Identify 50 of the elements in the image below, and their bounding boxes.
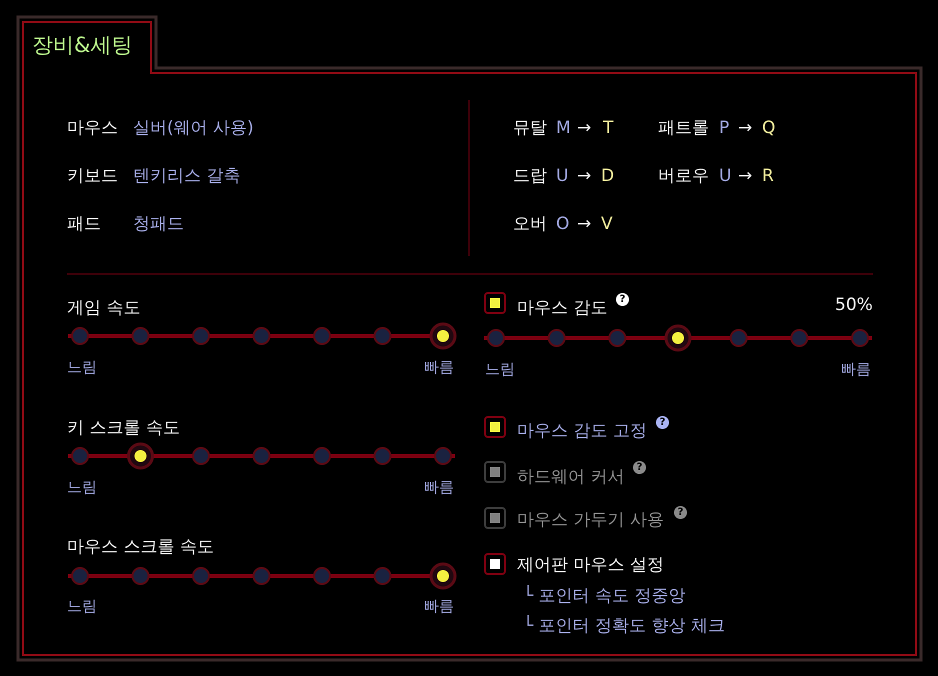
key-letter: U	[556, 166, 568, 186]
key-letter: M	[556, 118, 571, 138]
key-letter: Q	[762, 118, 776, 138]
help-icon: ?	[616, 293, 629, 306]
setting-label: 마우스	[67, 118, 118, 138]
scale-label: 느림	[67, 357, 97, 377]
key-letter: P	[719, 118, 730, 138]
setting-value: 실버(웨어 사용)	[133, 118, 254, 138]
key-letter: V	[601, 214, 613, 234]
slider-title: 마우스 스크롤 속도	[67, 537, 214, 557]
key-letter: U	[719, 166, 732, 186]
sub-option-label: └ 포인터 정확도 향상 체크	[523, 616, 725, 636]
scale-label: 빠름	[424, 596, 454, 616]
tab-title: 장비&세팅	[32, 33, 132, 57]
scale-label: 빠름	[424, 357, 454, 377]
unit-name: 패트롤	[658, 118, 709, 138]
sub-option-label: └ 포인터 속도 정중앙	[523, 586, 686, 606]
option-label: 마우스 감도 고정	[517, 421, 647, 441]
setting-label: 패드	[67, 214, 101, 234]
scale-label: 느림	[485, 359, 515, 379]
arrow-sign: →	[738, 118, 752, 138]
key-letter: D	[601, 166, 614, 186]
help-icon: ?	[656, 416, 669, 429]
key-letter: T	[603, 118, 614, 138]
unit-name: 버로우	[658, 166, 709, 186]
arrow-sign: →	[738, 166, 752, 186]
percent-value: 50%	[835, 295, 873, 315]
slider-title: 키 스크롤 속도	[67, 418, 180, 438]
setting-label: 키보드	[67, 166, 118, 186]
setting-value: 텐키리스 갈축	[133, 166, 240, 186]
unit-name: 드랍	[513, 166, 547, 186]
unit-name: 뮤탈	[513, 118, 547, 138]
help-icon: ?	[674, 506, 687, 519]
key-letter: O	[556, 214, 570, 234]
arrow-sign: →	[577, 214, 592, 234]
option-label: 마우스 가두기 사용	[517, 510, 664, 530]
arrow-sign: →	[577, 118, 592, 138]
setting-value: 청패드	[133, 214, 184, 234]
slider-title: 게임 속도	[67, 298, 140, 318]
scale-label: 느림	[67, 477, 97, 497]
scale-label: 빠름	[841, 359, 871, 379]
arrow-sign: →	[577, 166, 592, 186]
key-letter: R	[762, 166, 774, 186]
option-label: 제어판 마우스 설정	[517, 555, 664, 575]
unit-name: 오버	[513, 214, 547, 234]
option-label: 마우스 감도	[517, 298, 608, 318]
option-label: 하드웨어 커서	[517, 467, 624, 487]
help-icon: ?	[633, 461, 646, 474]
scale-label: 빠름	[424, 477, 454, 497]
scale-label: 느림	[67, 596, 97, 616]
